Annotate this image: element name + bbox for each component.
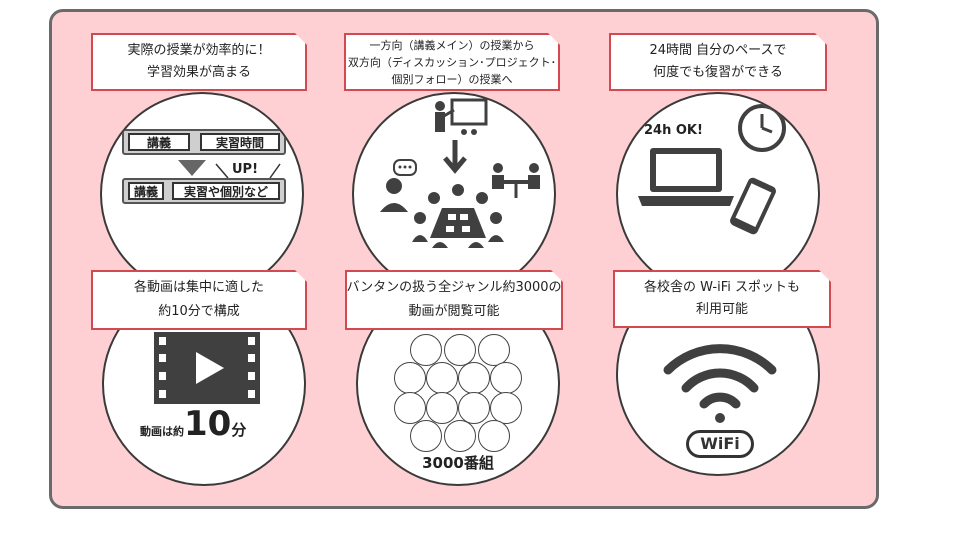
- smartphone-icon: [730, 177, 776, 235]
- label-line: 24時間 自分のペースで: [649, 43, 787, 58]
- circle-efficient-class: 講義 実習時間 UP! 講義 実習や個別など: [100, 92, 304, 296]
- arrow-down-icon: [443, 140, 467, 174]
- wifi-logo: WiFi: [686, 430, 754, 458]
- up-burst-lines: [215, 163, 281, 179]
- group-discussion-icon: [412, 184, 504, 248]
- genre-icon: [444, 420, 476, 452]
- label-efficient-class: 実際の授業が効率的に！ 学習効果が高まる: [91, 33, 307, 91]
- genre-icon: [426, 392, 458, 424]
- genre-icon: [410, 420, 442, 452]
- clock-icon: [738, 104, 786, 152]
- label-line: 利用可能: [695, 302, 748, 317]
- label-line: 何度でも復習ができる: [653, 65, 783, 80]
- genre-icon: [458, 362, 490, 394]
- pair-table-icon: [492, 163, 540, 198]
- duration-number: 10: [184, 404, 232, 444]
- label-line: 双方向（ディスカッション･プロジェクト･: [347, 55, 557, 69]
- genre-icon: [394, 362, 426, 394]
- label-line: 個別フォロー）の授業へ: [391, 72, 513, 86]
- video-play-icon: [154, 332, 260, 404]
- label-line: 動画が閲覧可能: [408, 304, 500, 319]
- genre-icon: [490, 362, 522, 394]
- before-lecture-box: 講義: [128, 133, 190, 151]
- label-line: 各校舎の W-iFi スポットも: [643, 280, 801, 295]
- after-lecture-box: 講義: [128, 182, 164, 200]
- label-interactive-class: 一方向（講義メイン）の授業から 双方向（ディスカッション･プロジェクト･ 個別フ…: [344, 33, 560, 91]
- genre-icon: [394, 392, 426, 424]
- up-badge: UP!: [232, 162, 259, 177]
- label-line: 学習効果が高まる: [146, 65, 251, 80]
- label-line: 約10分で構成: [158, 304, 240, 319]
- genre-icon: [410, 334, 442, 366]
- genre-icon: [426, 362, 458, 394]
- after-practice-box: 実習や個別など: [172, 182, 280, 200]
- genre-icon: [490, 392, 522, 424]
- speech-person-icon: [380, 159, 417, 212]
- duration-prefix: 動画は約: [140, 425, 184, 438]
- genre-icon: [444, 334, 476, 366]
- label-line: 各動画は集中に適した: [133, 280, 264, 295]
- genre-icon: [478, 420, 510, 452]
- label-line: 実際の授業が効率的に！: [127, 43, 271, 58]
- label-10min-videos: 各動画は集中に適した 約10分で構成: [91, 270, 307, 330]
- label-3000-programs: バンタンの扱う全ジャンル約3000の 動画が閲覧可能: [345, 270, 563, 330]
- laptop-icon: [638, 148, 734, 206]
- duration-caption: 動画は約10分: [140, 404, 246, 444]
- label-wifi: 各校舎の W-iFi スポットも 利用可能: [613, 270, 831, 328]
- label-line: バンタンの扱う全ジャンル約3000の: [346, 280, 562, 295]
- programs-count: 3000番組: [422, 454, 494, 472]
- teacher-board-icon: [435, 98, 488, 135]
- down-triangle-icon: [178, 160, 206, 176]
- label-line: 一方向（講義メイン）の授業から: [369, 38, 535, 52]
- circle-interactive-class: [352, 92, 556, 296]
- circle-24h-review: 24h OK!: [616, 92, 820, 296]
- genre-icon: [458, 392, 490, 424]
- 24h-ok-badge: 24h OK!: [644, 123, 703, 138]
- before-practice-box: 実習時間: [200, 133, 280, 151]
- label-24h-review: 24時間 自分のペースで 何度でも復習ができる: [609, 33, 827, 91]
- duration-unit: 分: [231, 421, 247, 439]
- wifi-icon: [663, 344, 777, 423]
